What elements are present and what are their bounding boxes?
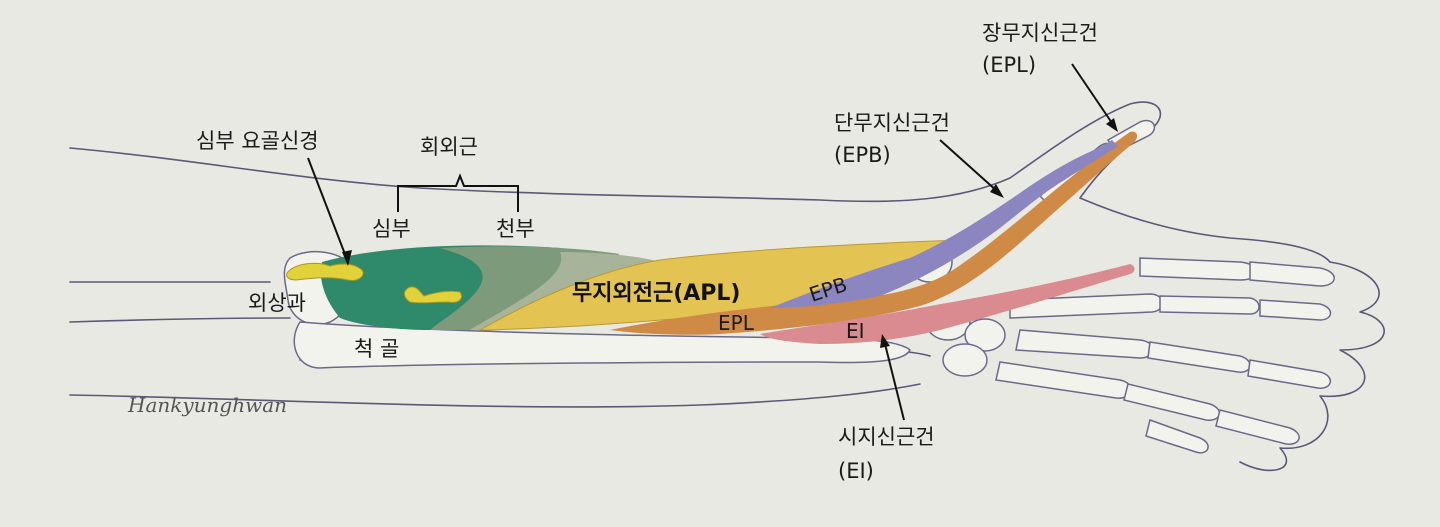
supinator-label: 회외근	[420, 135, 478, 159]
epl-name-label: 장무지신근건	[982, 21, 1098, 45]
epl-abbr-label: (EPL)	[982, 53, 1036, 77]
artist-signature: Hankyunghwan	[127, 393, 287, 417]
apl-label: 무지외전근(APL)	[572, 281, 740, 306]
epl-short-label: EPL	[718, 311, 755, 335]
epb-abbr-label: (EPB)	[834, 143, 891, 167]
ei-muscle	[760, 264, 1135, 344]
supinator-superficial-label: 천부	[496, 217, 535, 241]
ei-abbr-label: (EI)	[838, 459, 874, 483]
deep-radial-nerve-label: 심부 요골신경	[196, 129, 319, 153]
epb-muscle	[770, 150, 1097, 308]
deep-radial-nerve	[286, 262, 462, 304]
supinator-brace	[397, 173, 519, 212]
ei-short-label: EI	[846, 319, 865, 343]
leader-lines	[307, 63, 1118, 421]
supinator-deep-label: 심부	[372, 217, 411, 241]
epb-name-label: 단무지신근건	[834, 111, 950, 135]
ei-name-label: 시지신근건	[838, 425, 935, 449]
lateral-epicondyle-label: 외상과	[248, 291, 306, 315]
ulna-label: 척 골	[354, 337, 399, 361]
